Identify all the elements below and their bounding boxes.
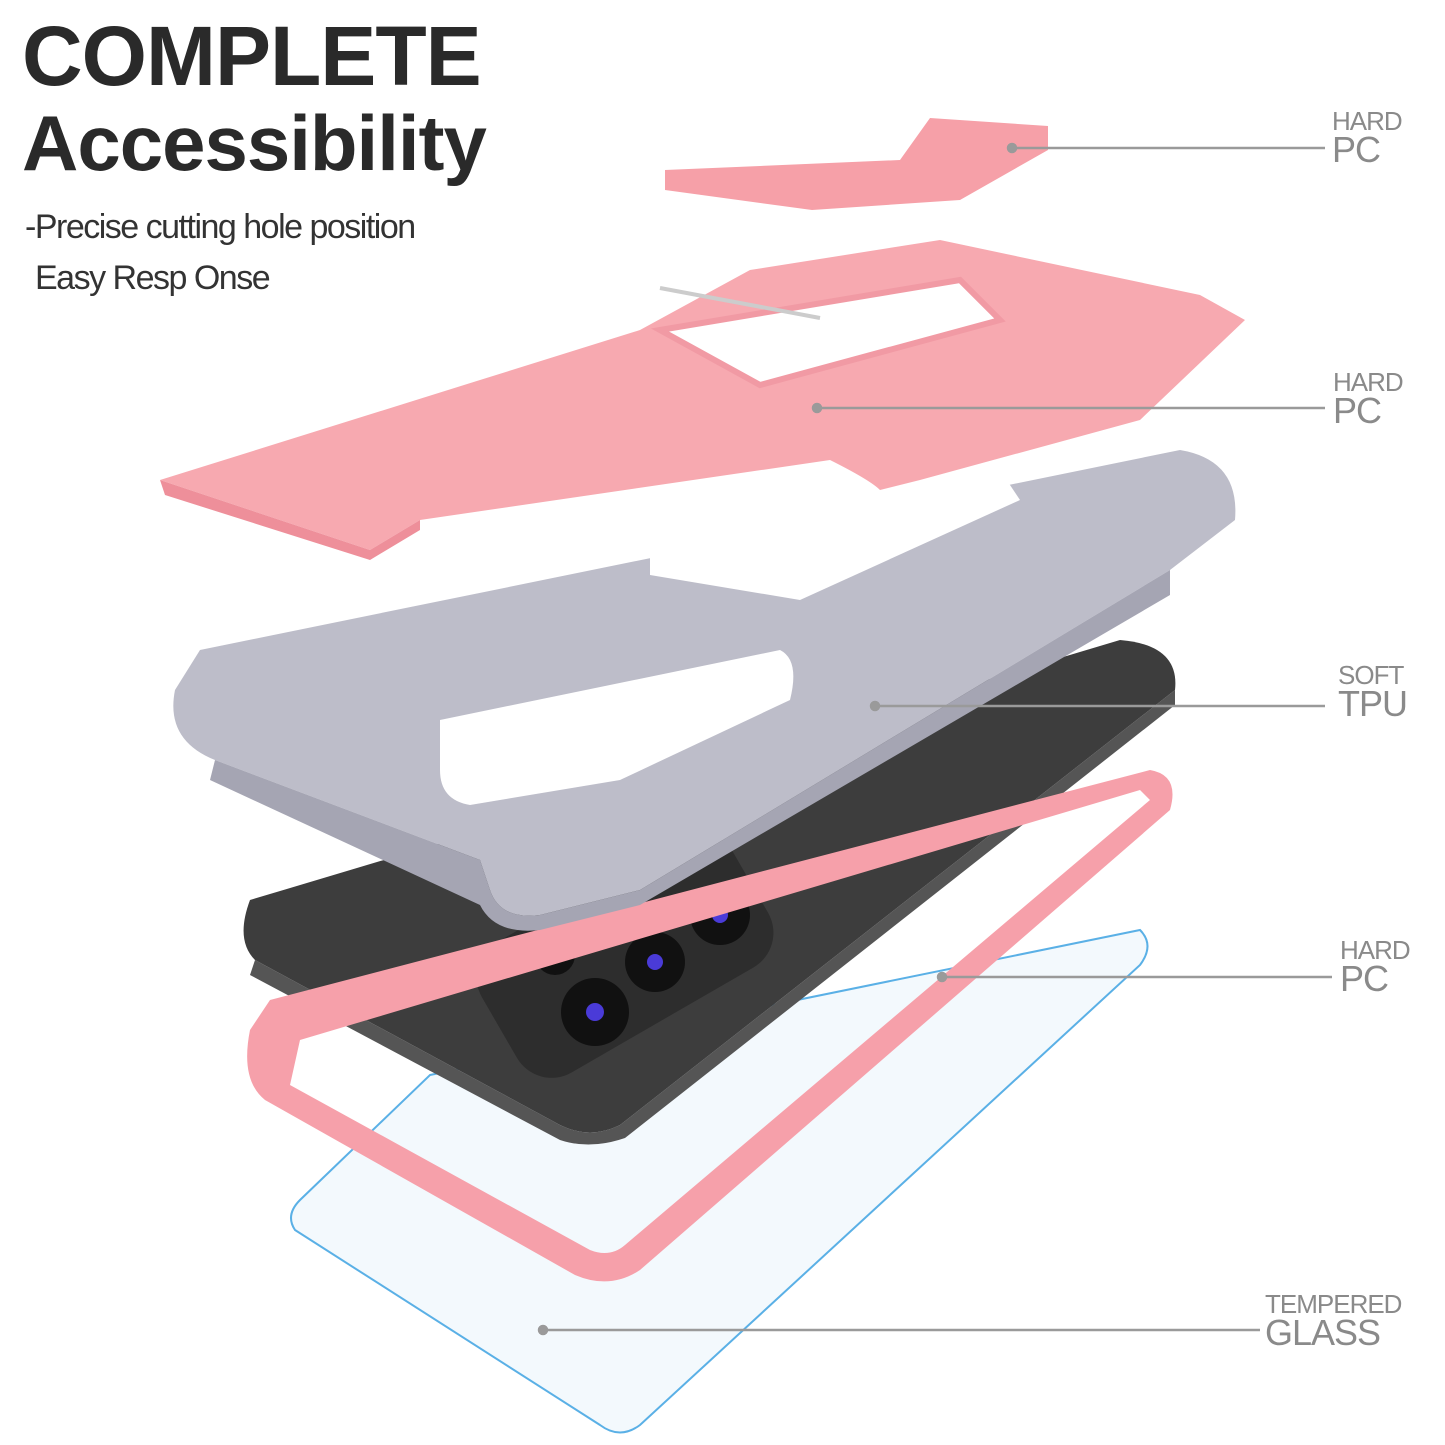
label-tempered-glass: TEMPERED GLASS (1265, 1289, 1402, 1353)
label-type: PC (1333, 390, 1382, 431)
headline-complete: COMPLETE (22, 9, 482, 103)
label-type: TPU (1338, 683, 1408, 724)
label-material: HARD (1332, 106, 1403, 136)
label-hard-pc-top: HARD PC (1332, 106, 1403, 170)
label-material: SOFT (1338, 660, 1404, 690)
pink-bumper-frame (247, 770, 1173, 1282)
label-material: HARD (1333, 367, 1404, 397)
label-type: PC (1340, 958, 1389, 999)
label-hard-pc-kickstand: HARD PC (1333, 367, 1404, 431)
label-type: GLASS (1265, 1312, 1381, 1353)
pink-top-piece (665, 118, 1048, 210)
subtext-line-2: Easy Resp Onse (35, 259, 271, 297)
label-type: PC (1332, 129, 1381, 170)
callout-lines (537, 142, 1332, 1336)
label-soft-tpu: SOFT TPU (1338, 660, 1408, 724)
label-material: HARD (1340, 935, 1411, 965)
subtext-line-1: -Precise cutting hole position (25, 208, 416, 246)
label-material: TEMPERED (1265, 1289, 1402, 1319)
camera-cutout (440, 650, 794, 805)
headline-accessibility: Accessibility (22, 99, 487, 187)
label-hard-pc-bumper: HARD PC (1340, 935, 1411, 999)
